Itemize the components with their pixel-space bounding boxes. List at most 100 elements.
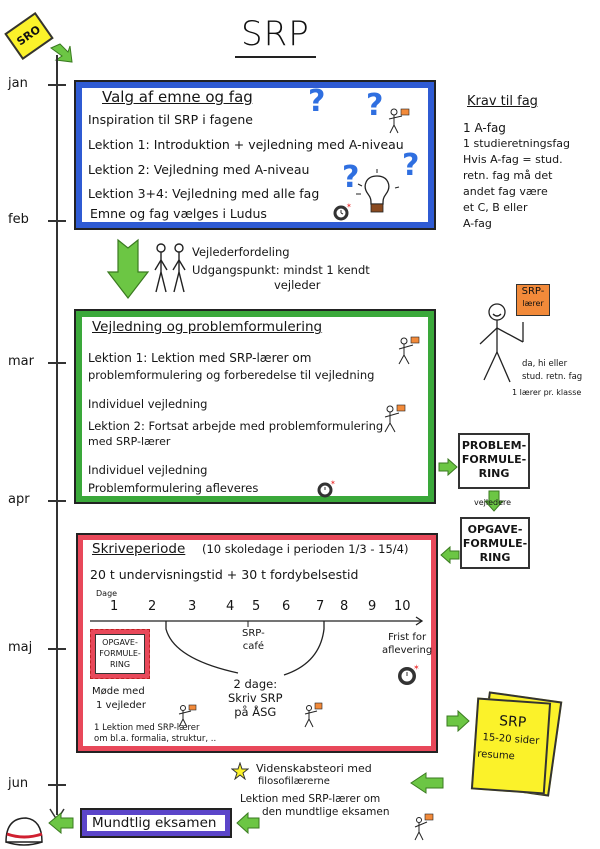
- question-mark-icon: ?: [366, 88, 384, 123]
- phase-line: Lektion 2: Fortsat arbejde med problemfo…: [88, 419, 384, 433]
- lesson-line: 1 Lektion med SRP-lærer: [94, 723, 200, 733]
- timeline-tick: [48, 220, 66, 222]
- transition-line: Udgangspunkt: mindst 1 kendt: [192, 263, 370, 277]
- day-number: 5: [252, 599, 261, 614]
- down-arrow-icon: [484, 490, 504, 512]
- question-mark-icon: ?: [402, 148, 420, 183]
- timeline-tick: [48, 784, 66, 786]
- sign-line: lærer: [522, 299, 544, 308]
- phase-subtitle: (10 skoledage i perioden 1/3 - 15/4): [202, 542, 409, 556]
- cafe-line: café: [242, 641, 265, 652]
- final-note-line: den mundtlige eksamen: [262, 806, 390, 818]
- meeting-line: 1 vejleder: [96, 700, 146, 711]
- srp-document: SRP 15-20 sider resume: [470, 697, 552, 795]
- day-number: 3: [188, 599, 197, 614]
- teacher-note: 1 lærer pr. klasse: [512, 388, 582, 397]
- requirement-line: 1 studieretningsfag: [463, 137, 570, 150]
- document-line: 15-20 sider: [482, 732, 540, 747]
- timeline-tick: [48, 648, 66, 650]
- teacher-figure-icon: [398, 336, 420, 365]
- final-note-line: Lektion med SRP-lærer om: [240, 793, 381, 805]
- phase-line: Emne og fag vælges i Ludus: [90, 206, 267, 221]
- phase-line: Problemformulering afleveres: [88, 481, 259, 495]
- phase-line: med SRP-lærer: [88, 435, 171, 448]
- srp-teacher-sign: SRP- lærer: [516, 284, 550, 316]
- down-arrow-icon: [106, 238, 150, 299]
- requirement-line: Hvis A-fag = stud.: [463, 153, 563, 166]
- hours-line: 20 t undervisningstid + 30 t fordybelses…: [90, 567, 359, 582]
- task-statement-box: OPGAVE- FORMULE- RING: [460, 517, 530, 569]
- stamp-line: RING: [109, 660, 131, 669]
- bomb-clock-icon: ✶: [398, 663, 420, 685]
- phase-line: Lektion 1: Introduktion + vejledning med…: [88, 137, 404, 152]
- question-mark-icon: ?: [342, 160, 360, 195]
- bomb-clock-icon: ✶: [333, 202, 352, 221]
- teacher-figure-icon: [388, 108, 410, 134]
- left-arrow-icon: [440, 546, 460, 564]
- lesson-line: om bl.a. formalia, struktur, ..: [94, 734, 217, 744]
- stamp-line: OPGAVE-: [102, 638, 138, 647]
- day-number: 8: [340, 599, 349, 614]
- transition-line: vejleder: [274, 278, 321, 292]
- write-line: Skriv SRP: [228, 691, 283, 705]
- transition-line: Vejlederfordeling: [192, 245, 290, 259]
- box-line: FORMULE-: [461, 453, 527, 466]
- box-line: OPGAVE-: [467, 523, 523, 536]
- write-line: 2 dage:: [233, 677, 278, 691]
- question-mark-icon: ?: [308, 84, 326, 119]
- deadline-line: aflevering: [382, 645, 433, 656]
- box-line: FORMULE-: [462, 537, 528, 550]
- phase-title: Vejledning og problemformulering: [92, 319, 323, 335]
- days-axis: 1 2 3 4 5 6 7 8 9 10: [94, 599, 424, 621]
- meeting-note: Møde med 1 vejleder: [92, 685, 146, 713]
- requirement-line: retn. fag må det: [463, 169, 553, 182]
- month-label: maj: [8, 640, 33, 655]
- teacher-note: da, hi eller: [522, 359, 568, 369]
- requirement-line: 1 A-fag: [463, 121, 506, 135]
- phase-line: Individuel vejledning: [88, 397, 208, 411]
- requirement-line: andet fag være: [463, 185, 548, 198]
- final-note-line: filosofilærerne: [258, 776, 330, 787]
- two-people-icon: [154, 243, 186, 293]
- meeting-line: Møde med: [92, 686, 145, 697]
- srp-teacher-figure-icon: [479, 303, 524, 383]
- day-number: 7: [316, 599, 325, 614]
- problem-statement-box: PROBLEM- FORMULE- RING: [458, 433, 530, 489]
- timeline-tick: [48, 500, 66, 502]
- month-label: apr: [8, 492, 30, 507]
- svg-text:✶: ✶: [413, 663, 420, 672]
- start-arrow-icon: [50, 43, 73, 63]
- left-arrow-icon: [410, 772, 444, 794]
- teacher-note: stud. retn. fag: [522, 372, 583, 382]
- left-arrow-icon: [236, 812, 260, 834]
- month-label: mar: [8, 354, 34, 369]
- month-label: feb: [8, 212, 29, 227]
- phase-line: problemformulering og forberedelse til v…: [88, 368, 375, 382]
- phase-choose-subject: Valg af emne og fag Inspiration til SRP …: [74, 80, 436, 230]
- box-line: RING: [479, 551, 511, 564]
- phase-line: Individuel vejledning: [88, 463, 208, 477]
- teacher-figure-icon: [304, 702, 323, 728]
- student-cap-icon: [5, 817, 43, 846]
- svg-text:✶: ✶: [346, 202, 352, 210]
- phase-line: Lektion 2: Vejledning med A-niveau: [88, 162, 310, 177]
- page-title: SRP: [235, 14, 316, 58]
- phase-title: Valg af emne og fag: [102, 88, 253, 106]
- write-line: på ÅSG: [234, 705, 277, 719]
- day-number: 10: [394, 599, 411, 614]
- sign-line: SRP-: [521, 286, 545, 297]
- teacher-figure-icon: [384, 404, 406, 433]
- timeline-axis: [56, 55, 58, 815]
- phase-line: Lektion 3+4: Vejledning med alle fag: [88, 186, 320, 201]
- exam-label: Mundtlig eksamen: [92, 815, 217, 831]
- bomb-clock-icon: ✶: [317, 479, 336, 498]
- phase-line: Lektion 1: Lektion med SRP-lærer om: [88, 351, 312, 365]
- lightbulb-icon: [356, 169, 400, 213]
- deadline-line: Frist for: [388, 632, 427, 643]
- lesson-note: 1 Lektion med SRP-lærer om bl.a. formali…: [94, 723, 216, 745]
- task-statement-stamp: OPGAVE- FORMULE- RING: [90, 629, 150, 679]
- srp-teacher-notes: da, hi eller stud. retn. fag: [522, 358, 582, 384]
- timeline-tick: [48, 84, 66, 86]
- svg-text:✶: ✶: [330, 479, 336, 487]
- srp-cafe-note: SRP- café: [242, 627, 265, 653]
